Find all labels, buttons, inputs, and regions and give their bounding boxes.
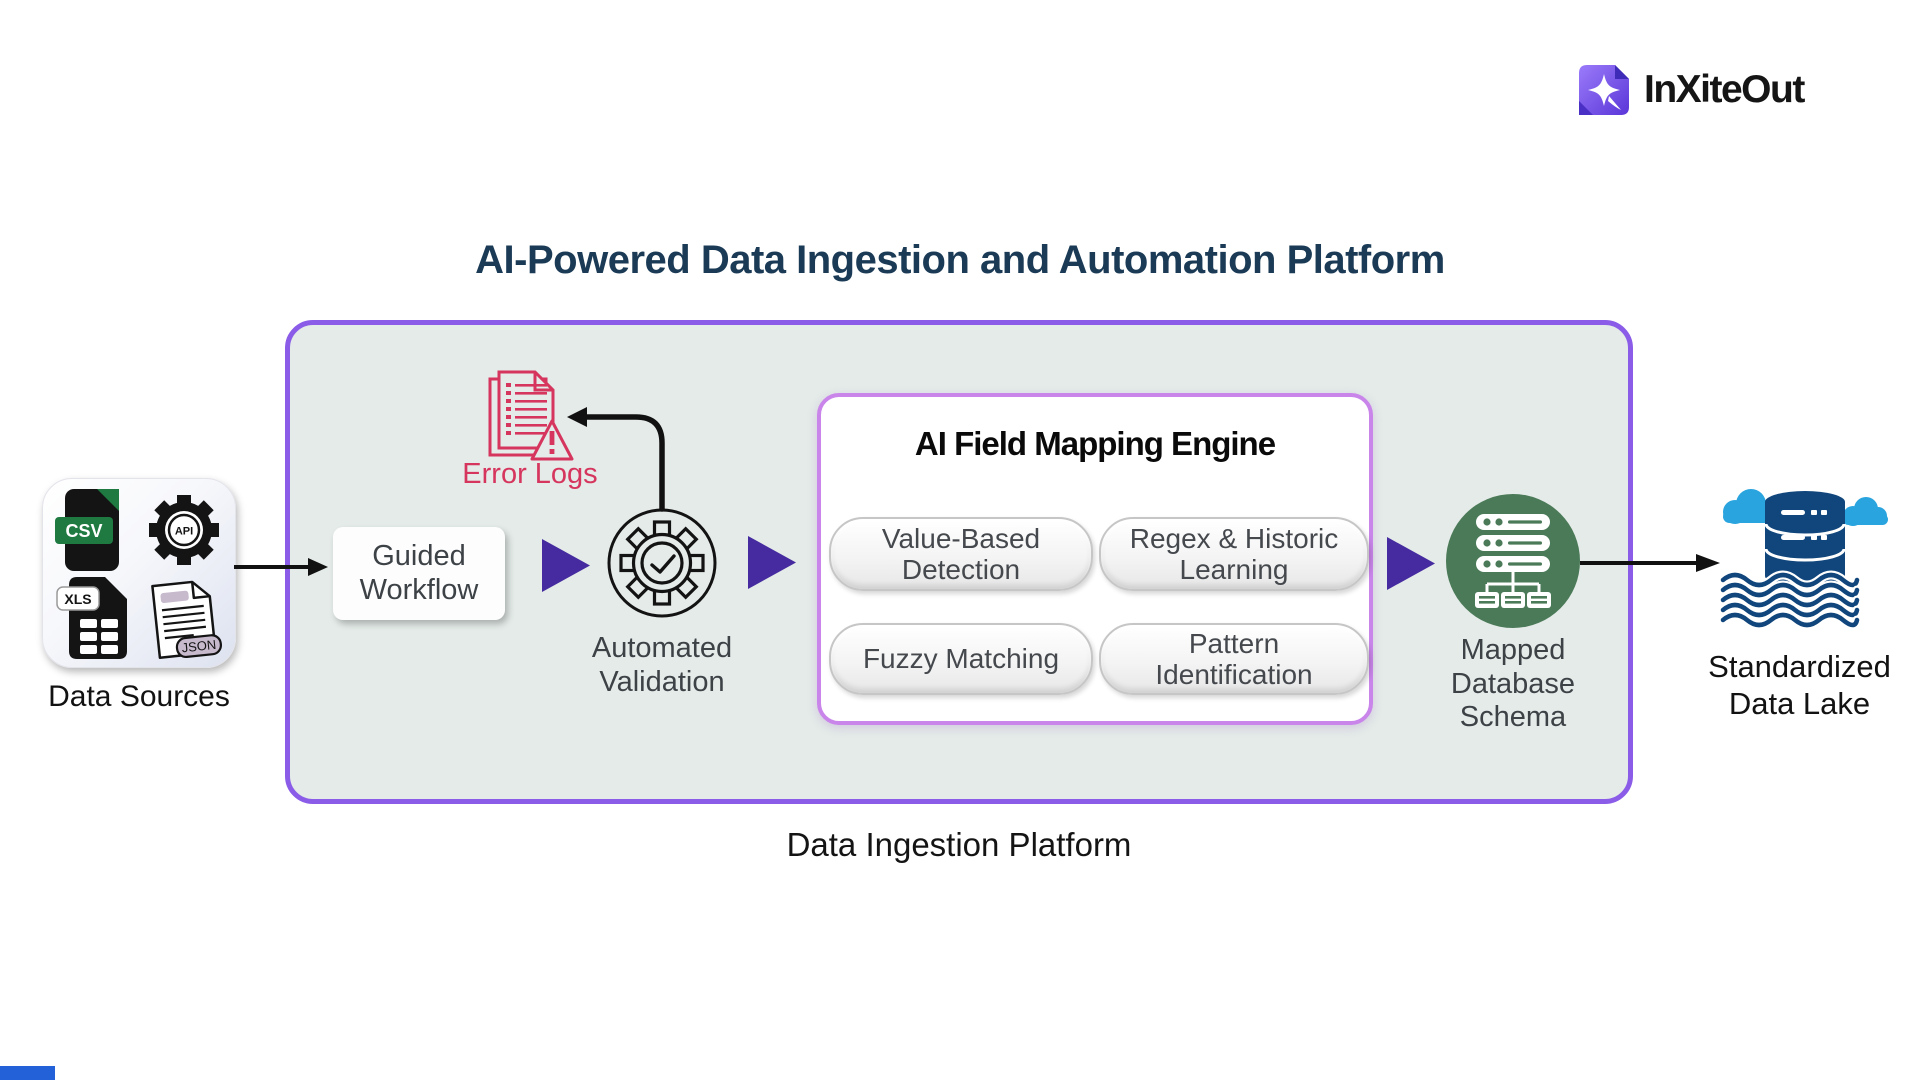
- data-sources-label: Data Sources: [48, 680, 230, 713]
- brand-name: InXiteOut: [1644, 68, 1805, 111]
- capability-pattern-identification: Pattern Identification: [1099, 623, 1369, 695]
- automated-validation-gear-icon: [607, 508, 717, 618]
- ai-field-mapping-engine-box: AI Field Mapping Engine Value-Based Dete…: [817, 393, 1373, 725]
- standardized-data-lake-label: Standardized Data Lake: [1708, 649, 1891, 722]
- api-label: API: [175, 526, 193, 538]
- arrow-validation-to-errorlogs: [567, 407, 665, 512]
- json-file-icon: JSON: [151, 580, 222, 659]
- mapped-database-schema-label: Mapped Database Schema: [1450, 634, 1576, 734]
- csv-file-icon: CSV: [55, 489, 119, 571]
- automated-validation-label: Automated Validation: [591, 632, 733, 698]
- flow-triangle-icon: [542, 539, 590, 592]
- guided-workflow-label: Guided Workflow: [359, 539, 479, 606]
- ai-engine-title: AI Field Mapping Engine: [914, 425, 1276, 462]
- bottom-left-blue-strip: [0, 1066, 55, 1080]
- xls-file-icon: XLS: [56, 577, 127, 659]
- platform-label: Data Ingestion Platform: [786, 826, 1132, 863]
- capability-fuzzy-matching: Fuzzy Matching: [829, 623, 1093, 695]
- guided-workflow-node: Guided Workflow: [333, 527, 505, 620]
- api-gear-icon: API: [149, 495, 219, 565]
- csv-label: CSV: [65, 521, 102, 541]
- json-label: JSON: [181, 637, 217, 656]
- database-schema-icon: [1475, 514, 1551, 608]
- arrow-schema-to-datalake: [1580, 554, 1720, 572]
- data-lake-icon: [1718, 489, 1888, 630]
- flow-triangle-icon: [748, 536, 796, 589]
- brand-logo: InXiteOut: [1576, 62, 1805, 118]
- flow-triangle-icon: [1387, 537, 1435, 590]
- data-sources-card: CSV API XLS: [42, 478, 236, 668]
- mapped-database-schema-node: [1446, 494, 1580, 628]
- page-title: AI-Powered Data Ingestion and Automation…: [475, 238, 1445, 282]
- arrow-sources-to-workflow: [234, 558, 328, 576]
- inxiteout-star-icon: [1579, 65, 1629, 115]
- error-logs-label: Error Logs: [462, 458, 598, 490]
- capability-value-based-detection: Value-Based Detection: [829, 517, 1093, 591]
- xls-label: XLS: [64, 591, 91, 607]
- capability-regex-historic-learning: Regex & Historic Learning: [1099, 517, 1369, 591]
- error-logs-icon: [488, 370, 574, 461]
